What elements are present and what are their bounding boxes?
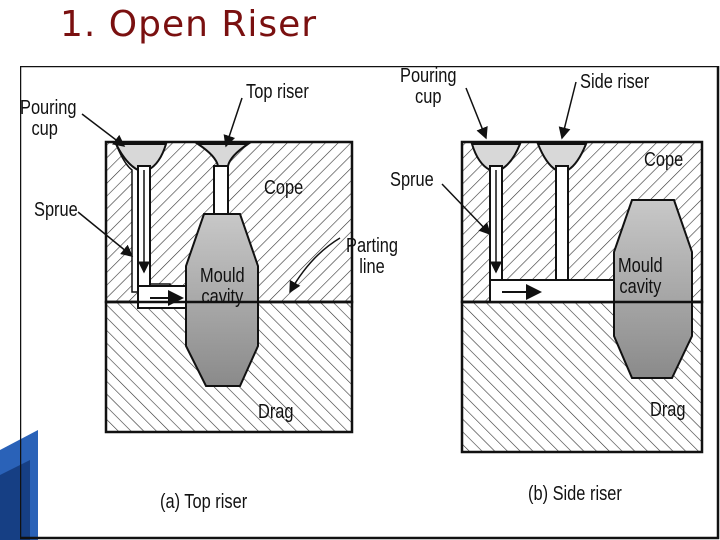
- label-sprue-a: Sprue: [34, 199, 78, 221]
- label-parting-line: Parting line: [346, 236, 398, 278]
- side-riser-diagram: [441, 81, 704, 454]
- label-mould-cavity-a-line2: cavity: [201, 286, 244, 308]
- mould-cavity-b: [613, 199, 693, 379]
- caption-top-riser: (a) Top riser: [160, 491, 248, 513]
- slide-title: 1. Open Riser: [60, 4, 318, 45]
- label-cope-a: Cope: [264, 177, 304, 199]
- top-riser-diagram: [77, 97, 354, 434]
- corner-decoration: [0, 430, 38, 540]
- label-side-riser-b: Side riser: [580, 71, 650, 93]
- label-top-riser-a: Top riser: [246, 81, 309, 103]
- label-mould-cavity-b-line1: Mould: [618, 255, 663, 277]
- label-pouring-cup-b-line1: Pouring: [400, 65, 457, 87]
- label-pouring-cup-a-line2: cup: [31, 118, 58, 140]
- label-parting-line-line2: line: [359, 256, 385, 278]
- label-pouring-cup-b-line2: cup: [415, 86, 442, 108]
- label-sprue-b: Sprue: [390, 169, 434, 191]
- label-cope-b: Cope: [644, 149, 684, 171]
- label-parting-line-line1: Parting: [346, 235, 398, 257]
- mould-cavity-a: [185, 213, 259, 387]
- label-pouring-cup-a-line1: Pouring: [20, 97, 77, 119]
- label-mould-cavity-b: Mould cavity: [618, 256, 663, 298]
- label-mould-cavity-a-line1: Mould: [200, 265, 245, 287]
- riser-figure: Pouring cup Sprue Top riser Cope Mould c…: [20, 66, 720, 540]
- caption-side-riser: (b) Side riser: [528, 483, 622, 505]
- label-mould-cavity-a: Mould cavity: [200, 266, 245, 308]
- label-mould-cavity-b-line2: cavity: [619, 276, 662, 298]
- label-pouring-cup-b: Pouring cup: [400, 66, 457, 108]
- label-drag-a: Drag: [258, 401, 294, 423]
- riser-diagram-graphic: [20, 66, 720, 540]
- label-pouring-cup-a: Pouring cup: [20, 98, 77, 140]
- label-drag-b: Drag: [650, 399, 686, 421]
